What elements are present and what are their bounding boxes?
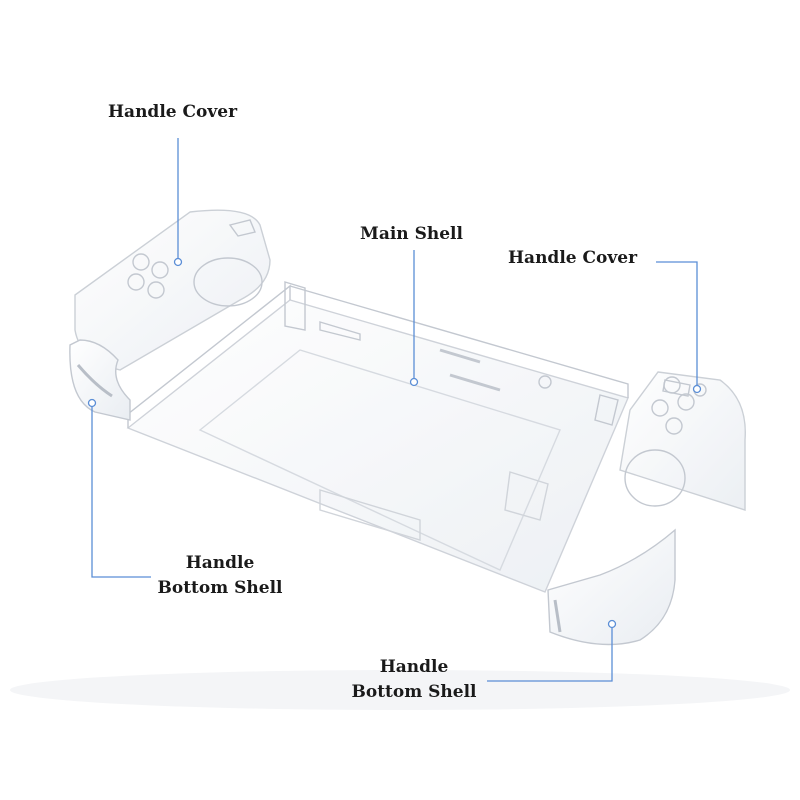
left-handle-bottom-shell-shape	[69, 339, 131, 421]
label-line: Bottom Shell	[157, 578, 283, 598]
leader-dot	[692, 384, 702, 394]
label-line: Handle	[185, 553, 255, 573]
main-shell-shape	[126, 281, 629, 593]
leader-line-handle-bottom-shell-right	[487, 626, 613, 682]
label-handle-bottom-shell-right: Handle Bottom Shell	[344, 655, 484, 705]
label-handle-bottom-shell-left: Handle Bottom Shell	[150, 551, 290, 601]
label-line: Bottom Shell	[351, 682, 477, 702]
label-main-shell: Main Shell	[360, 224, 463, 244]
leader-dot	[173, 257, 183, 267]
left-handle-cover-shape	[74, 209, 271, 371]
label-handle-cover-right: Handle Cover	[508, 248, 638, 268]
floor-shadow	[10, 670, 790, 710]
leader-dots	[87, 257, 702, 629]
leader-dot	[607, 619, 617, 629]
label-handle-cover-left: Handle Cover	[108, 102, 238, 122]
leader-dot	[87, 398, 97, 408]
label-line: Handle	[379, 657, 449, 677]
leader-line-handle-cover-right	[656, 261, 698, 387]
leader-line-handle-bottom-shell-left	[91, 404, 151, 578]
leader-lines	[91, 138, 698, 682]
leader-dot	[409, 377, 419, 387]
right-handle-cover-shape	[619, 371, 746, 511]
right-handle-bottom-shell-shape	[547, 528, 676, 646]
